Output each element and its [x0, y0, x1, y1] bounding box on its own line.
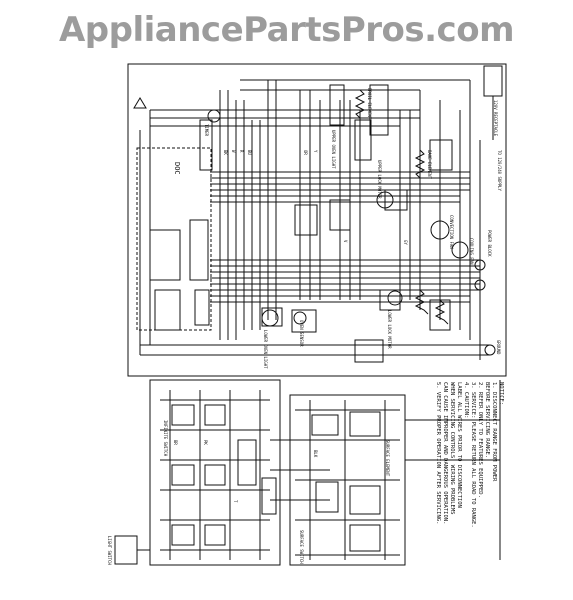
cooling-fan: [451, 241, 469, 259]
light-upper: [261, 309, 279, 327]
notice-line: 5. VERIFY PROPER OPERATION AFTER SERVICI…: [435, 382, 441, 524]
timer-dial: [207, 109, 221, 123]
wire-label: T: [233, 500, 238, 503]
notice-line: CAN CAUSE IMPROPER AND DANGEROUS OPERATI…: [442, 382, 448, 524]
schematic-frame: [127, 63, 507, 377]
wire-label: PK: [203, 440, 208, 445]
label-surface-switch: SURFACE SWITCH: [299, 530, 304, 564]
label-lower-oven-light: LOWER OVEN LIGHT: [263, 330, 268, 369]
lower-middle-frame: [289, 394, 406, 566]
notice-line: LABEL ALL WIRES PRIOR TO DISCONNECTION: [456, 382, 462, 508]
notice-line: NOTICE:: [498, 382, 504, 405]
element-coils: [354, 89, 449, 325]
label-surface: SURFACE ELEMENT: [385, 440, 390, 477]
wire-label: BK: [223, 150, 228, 155]
surface-elements: [311, 411, 381, 552]
upper-components: [149, 84, 453, 363]
wire-label: OR: [303, 150, 308, 155]
label-supply: TO 120/240 SUPPLY: [497, 150, 502, 192]
label-lower-lock: LOWER LOCK MOTOR: [387, 310, 392, 349]
label-light-switch: LIGHT SWITCH: [107, 536, 112, 565]
ground-terminal: [484, 344, 496, 356]
label-upper-lock: UPPER LOCK MOTOR: [377, 160, 382, 199]
receptacle: [483, 65, 503, 97]
light-lower: [293, 311, 307, 325]
power-terminal-1: [474, 259, 486, 271]
upper-lock-motor: [376, 191, 394, 209]
light-switch: [114, 535, 138, 565]
notice-line: WHEN SERVICING CONTROLS. WIRING PROBLEMS: [449, 382, 455, 514]
notice-line: 2. REFER ONLY TO FEATURES EQUIPPED.: [477, 382, 483, 498]
label-infinite: INFINITE SWITCH: [163, 420, 168, 457]
wire-label: V: [343, 240, 348, 243]
label-ground: GROUND: [496, 340, 501, 355]
lower-left-wires: [160, 390, 330, 560]
doc-box: [136, 147, 212, 331]
wire-label: Y: [313, 150, 318, 153]
label-broil: BROIL ELEMENT: [367, 88, 372, 120]
wire-label: W: [231, 150, 236, 153]
notice-line: 1. DISCONNECT RANGE FROM POWER: [491, 382, 497, 482]
notice-line: 4. CAUTION:: [463, 382, 469, 418]
wire-label: BR: [173, 440, 178, 445]
label-convection: CONVECTION FAN: [449, 215, 454, 249]
label-upper-oven-light: UPPER OVEN LIGHT: [331, 130, 336, 169]
doc-label: DOC: [173, 162, 181, 175]
lower-lock-motor: [387, 290, 403, 306]
wire-label: BU: [247, 150, 252, 155]
upper-wire-bus: [140, 79, 490, 356]
label-sensor: OVEN SENSOR: [299, 320, 304, 347]
notice-line: BEFORE SERVICING RANGE.: [484, 382, 490, 458]
label-cooling-fan: COOLING FAN: [469, 238, 474, 265]
label-outlet: 120V RECEPTACLE: [493, 100, 498, 137]
label-bake: BAKE ELEMENT: [427, 150, 432, 179]
power-terminal-2: [474, 279, 486, 291]
lower-middle-wires: [295, 400, 400, 560]
wire-label: GY: [403, 240, 408, 245]
notice-line: 3. SERVICE: PLEASE RETURN ALL ROAD TO RA…: [470, 382, 476, 528]
wire-label: R: [239, 150, 244, 153]
surface-switches: [171, 404, 277, 546]
wire-label: BLK: [313, 450, 318, 458]
watermark-title: AppliancePartsPros.com: [58, 10, 515, 50]
label-timer: TIMER: [204, 124, 209, 137]
warning-triangle: [133, 97, 147, 109]
label-power: POWER BLOCK: [487, 230, 492, 257]
convection-fan: [430, 220, 450, 240]
lower-left-frame: [149, 379, 281, 566]
notice-block: NOTICE: 1. DISCONNECT RANGE FROM POWER B…: [435, 382, 504, 528]
